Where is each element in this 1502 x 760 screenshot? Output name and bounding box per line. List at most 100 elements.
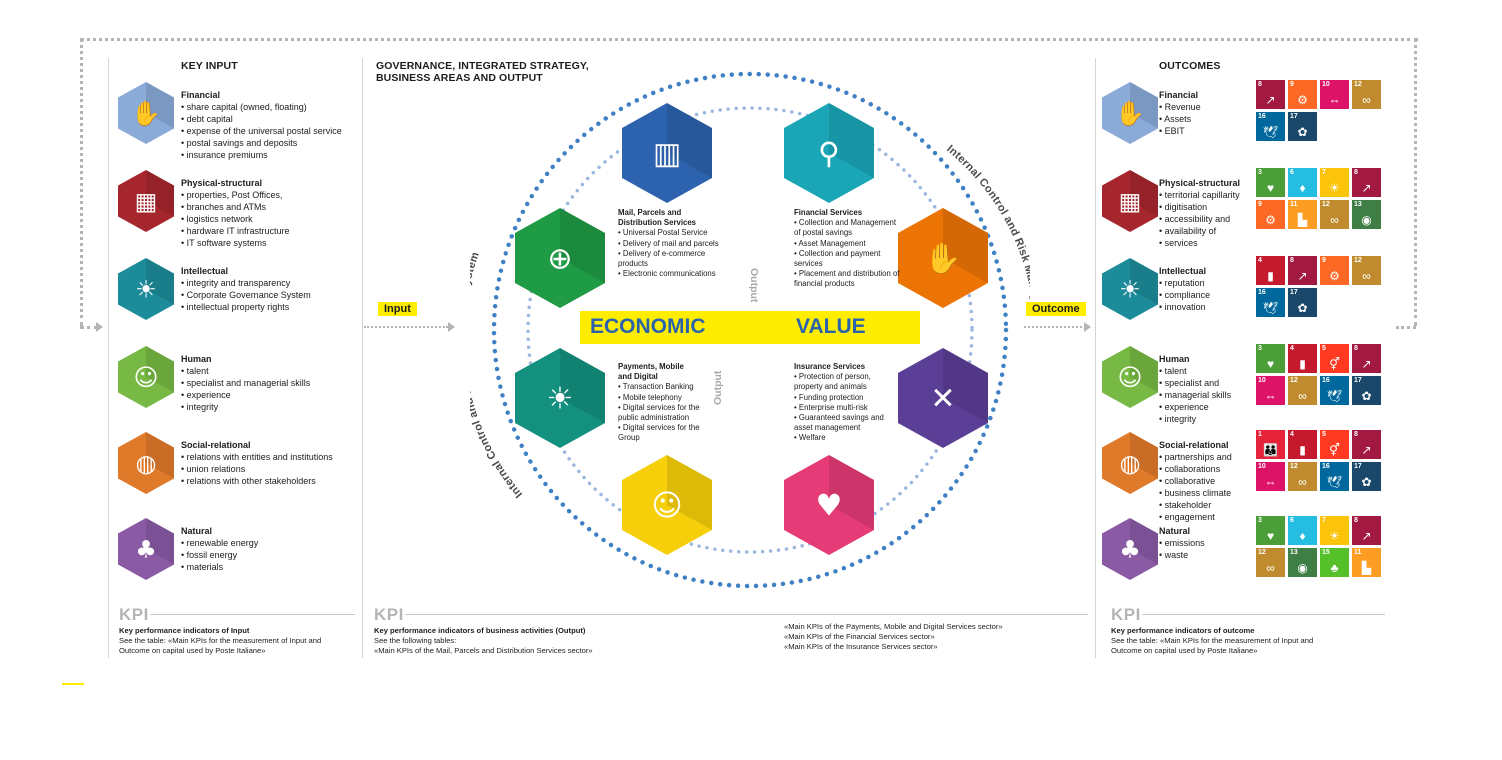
sdg-12-icon: 12∞ [1256,548,1285,577]
input-item-bullet: integrity and transparency [181,277,311,289]
sdg-glyph: 🕊 [1326,475,1343,489]
sdg-13-icon: 13 ◉ [1288,548,1317,577]
kpi-input-label: KPI [119,605,149,624]
outcome-item-bullet: availability of [1159,225,1240,237]
sdg-17-icon: 17✿ [1288,288,1317,317]
sdg-glyph: ⚥ [1329,357,1340,371]
sdg-12-icon: 12∞ [1320,200,1349,229]
sdg-10-icon: 10⇔ [1256,462,1285,491]
outcome-hex-2: ☀ [1102,258,1158,320]
kpi-output-line1: See the following tables: [374,636,457,646]
lightbulb-head-icon: ☀ [135,275,157,303]
sdg-glyph: ◉ [1361,213,1372,227]
outcome-item: FinancialRevenueAssetsEBIT [1159,89,1201,137]
outcome-item-bullet: specialist and [1159,377,1231,389]
governance-title-line1: GOVERNANCE, INTEGRATED STRATEGY, [376,60,589,72]
business-hex-2: ⊕ [515,208,605,308]
sdg-8-icon: 8↗ [1352,516,1381,545]
sdg-number: 7 [1322,169,1326,176]
outcome-item-bullet: services [1159,237,1240,249]
separator-mid-right [1095,58,1096,658]
sdg-glyph: ↗ [1265,93,1276,107]
input-item-bullet: logistics network [181,213,290,225]
sdg-5-icon: 5⚥ [1320,344,1349,373]
input-item-bullet: renewable energy [181,537,259,549]
outcome-arrowhead [1084,322,1091,332]
input-item: Humantalentspecialist and managerial ski… [181,353,310,413]
sdg-number: 13 [1290,549,1298,556]
outcome-item: Intellectualreputationcomplianceinnovati… [1159,265,1210,313]
kpi-outcome-line [1142,614,1385,615]
input-item-bullet: hardware IT infrastructure [181,225,290,237]
sdg-number: 12 [1322,201,1330,208]
sdg-glyph: ∞ [1298,475,1307,489]
hand-heart-icon: ♥ [816,489,843,524]
business-hex-0: ▥ [622,103,712,203]
outcome-hex-0: ✋ [1102,82,1158,144]
sdg-number: 16 [1322,377,1330,384]
sdg-glyph: ♣ [1330,561,1339,575]
sdg-number: 17 [1354,463,1362,470]
outcome-item-bullet: experience [1159,401,1231,413]
outcome-item-bullet: managerial skills [1159,389,1232,401]
kpi-outcome-title: Key performance indicators of outcome [1111,626,1255,635]
sdg-number: 5 [1322,345,1326,352]
input-hex-3: ☺ [118,346,174,408]
sdg-16-icon: 16🕊 [1320,462,1349,491]
accent-dash [62,683,84,685]
sdg-glyph: ⚥ [1329,443,1340,457]
service-bullet: Placement and distribution of financial … [794,269,904,289]
sdg-number: 11 [1354,549,1362,556]
sdg-glyph: ⚙ [1297,93,1308,107]
kpi-output-right3: «Main KPIs of the Insurance Services sec… [784,642,938,652]
outcome-item-title: Human [1159,354,1190,364]
business-hex-5: ✕ [898,348,988,448]
sdg-number: 9 [1290,81,1294,88]
sdg-number: 12 [1290,377,1298,384]
people-icon: ☺ [1117,363,1142,391]
sdg-3-icon: 3♥ [1256,168,1285,197]
business-hex-4: ☀ [515,348,605,448]
sdg-9-icon: 9⚙ [1320,256,1349,285]
lightbulb-head-icon: ☀ [1119,275,1141,303]
outcome-tag: Outcome [1026,302,1086,316]
people-icon: ☺ [133,363,158,391]
tree-icon: ♣ [1119,535,1141,563]
globe-network-icon: ⊕ [547,242,572,277]
kpi-outcome-line2: Outcome on capital used by Poste Italian… [1111,646,1258,656]
input-arrowhead [448,322,455,332]
outcome-item-bullet: engagement [1159,511,1232,523]
sdg-16-icon: 16🕊 [1256,112,1285,141]
sdg-grid: 3♥6♦7☀8↗9⚙11▙12∞13◉ [1256,168,1381,229]
input-item-bullet: debt capital [181,113,342,125]
service-bullet: Collection and payment services [794,249,904,269]
sdg-glyph: ↗ [1361,181,1372,195]
business-hex-6: ☺ [622,455,712,555]
input-item-bullet: properties, Post Offices, [181,189,290,201]
shield-hands-icon: ✕ [930,382,955,417]
sdg-glyph: ✿ [1361,389,1372,403]
sdg-number: 8 [1354,345,1358,352]
kpi-output-right2: «Main KPIs of the Financial Services sec… [784,632,935,642]
sdg-grid: 3♥4▮5⚥8↗10⇔12∞16🕊17✿ [1256,344,1381,405]
service-block: Financial ServicesCollection and Managem… [794,208,904,290]
outcome-item-bullet: EBIT [1159,125,1201,137]
sdg-number: 12 [1290,463,1298,470]
frame-right-arrow-line [1396,326,1416,329]
sdg-3-icon: 3♥ [1256,516,1285,545]
input-item: Financialshare capital (owned, floating)… [181,89,342,161]
input-item-bullet: share capital (owned, floating) [181,101,342,113]
outcome-item-bullet: reputation [1159,277,1210,289]
sdg-number: 12 [1354,81,1362,88]
input-hex-2: ☀ [118,258,174,320]
outcome-item-bullet: stakeholder [1159,499,1232,511]
sdg-5-icon: 5⚥ [1320,430,1349,459]
sdg-glyph: ◉ [1297,561,1308,575]
sdg-4-icon: 4▮ [1288,344,1317,373]
frame-right-line [1414,38,1417,326]
sdg-7-icon: 7☀ [1320,168,1349,197]
sdg-glyph: ⇔ [1264,389,1277,403]
outcome-item-title: Physical-structural [1159,178,1241,188]
